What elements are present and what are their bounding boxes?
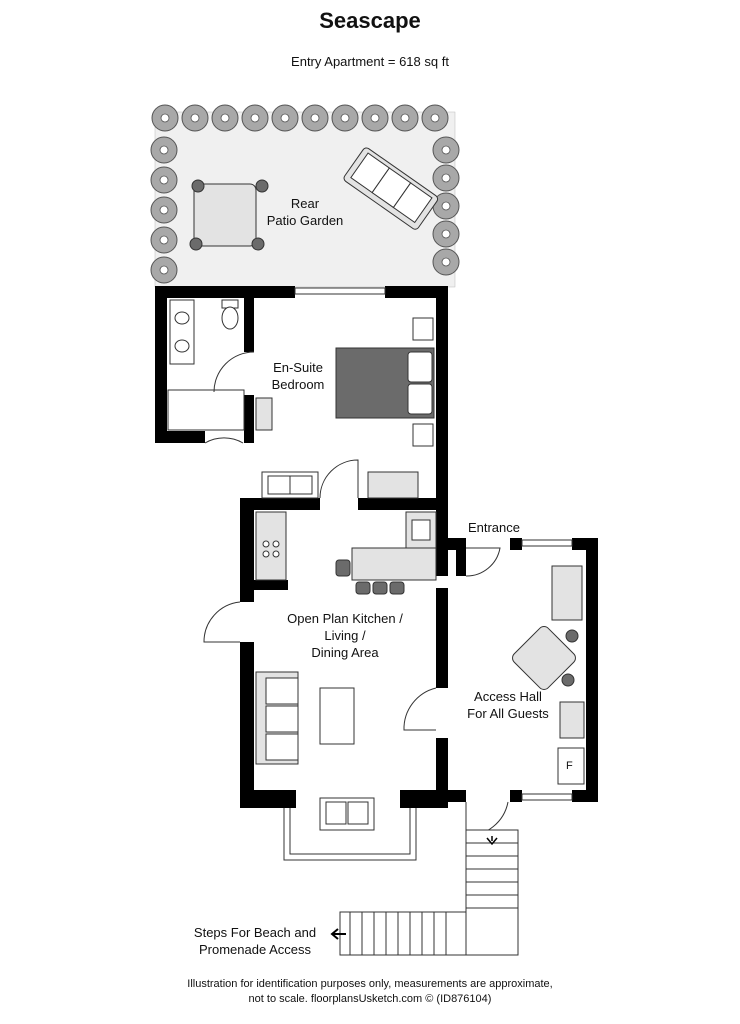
kitchen-label-line3: Dining Area [311, 645, 379, 660]
plant-center [190, 113, 200, 123]
plant-center [159, 205, 169, 215]
plant-center [430, 113, 440, 123]
kitchen-label-line1: Open Plan Kitchen / [287, 611, 403, 626]
access-hall-label-line1: Access Hall [474, 689, 542, 704]
steps [330, 829, 519, 956]
disclaimer-footer: Illustration for identification purposes… [0, 977, 740, 1007]
plant-center [370, 113, 380, 123]
steps-label-line2: Promenade Access [198, 942, 311, 957]
steps-label: Steps For Beach and Promenade Access [180, 924, 330, 958]
bedroom-furniture [261, 317, 435, 499]
bedroom-label-line2: Bedroom [271, 377, 325, 392]
plant-center [159, 235, 169, 245]
plant-center [441, 173, 451, 183]
kitchen-label: Open Plan Kitchen / Living / Dining Area [270, 610, 420, 661]
patio-plants [150, 104, 460, 284]
entrance-label: Entrance [467, 520, 521, 535]
patio-label-line2: Patio Garden [266, 213, 344, 228]
plant-center [441, 257, 451, 267]
plant-center [159, 265, 169, 275]
access-hall-label-line2: For All Guests [467, 706, 549, 721]
kitchen-fixtures [203, 511, 437, 831]
fridge-label: F [566, 760, 573, 772]
rear-patio-garden [150, 104, 460, 288]
plant-center [441, 201, 451, 211]
access-hall-label: Access Hall For All Guests [448, 688, 568, 722]
kitchen-label-line2: Living / [324, 628, 366, 643]
plan-subtitle: Entry Apartment = 618 sq ft [291, 54, 449, 69]
footer-line1: Illustration for identification purposes… [187, 978, 553, 990]
plant-center [159, 145, 169, 155]
plant-center [310, 113, 320, 123]
bedroom-label-line1: En-Suite [273, 360, 323, 375]
patio-sofa [343, 147, 439, 230]
plant-center [250, 113, 260, 123]
patio-dining-set [189, 179, 269, 251]
steps-label-line1: Steps For Beach and [193, 925, 317, 940]
plant-center [220, 113, 230, 123]
patio-label-line1: Rear [290, 196, 320, 211]
footer-line2: not to scale. floorplansUsketch.com © (I… [248, 993, 492, 1005]
bedroom-label: En-Suite Bedroom [248, 359, 348, 393]
plan-title: Seascape [319, 8, 421, 33]
ensuite-fixtures [167, 299, 273, 444]
plant-center [340, 113, 350, 123]
access-hall-furniture [403, 547, 585, 837]
plant-center [159, 175, 169, 185]
plant-center [160, 113, 170, 123]
plant-center [400, 113, 410, 123]
patio-label: Rear Patio Garden [250, 195, 360, 229]
plant-center [280, 113, 290, 123]
windows [283, 287, 573, 861]
plant-center [441, 145, 451, 155]
plant-center [441, 229, 451, 239]
walls [155, 286, 598, 808]
